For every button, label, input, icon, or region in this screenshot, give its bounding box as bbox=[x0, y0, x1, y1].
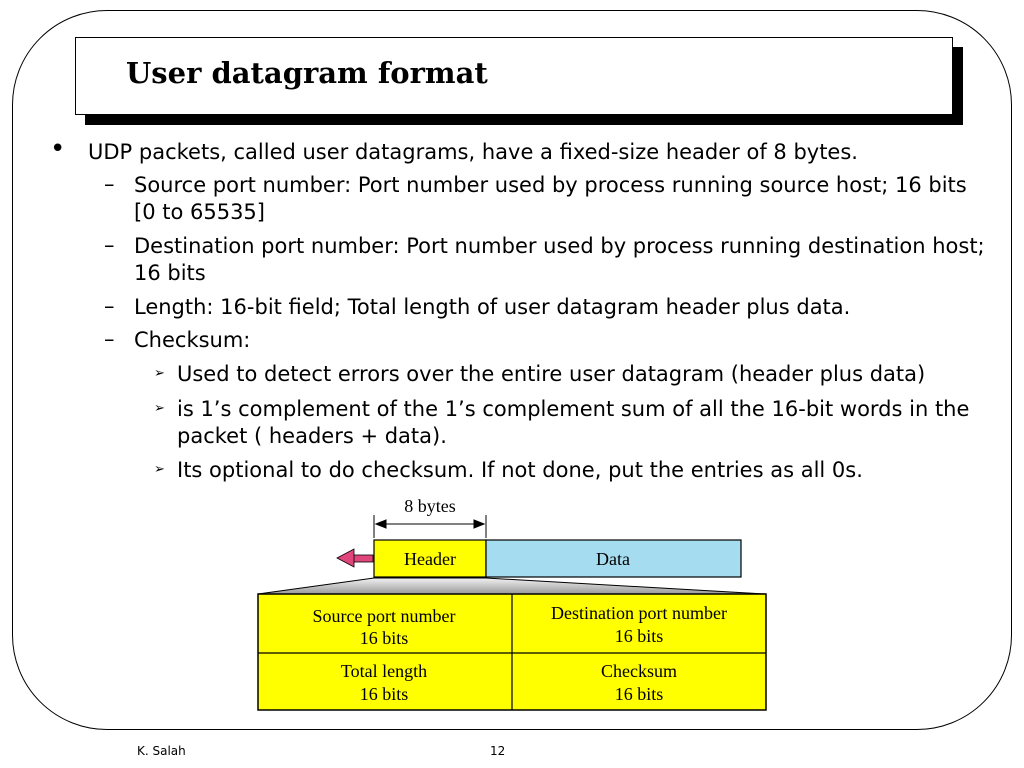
bullet-udp-packets: UDP packets, called user datagrams, have… bbox=[88, 140, 858, 164]
bullet-checksum-optional: Its optional to do checksum. If not done… bbox=[177, 458, 863, 482]
source-port-field-name: Source port number bbox=[313, 606, 456, 626]
header-expansion bbox=[257, 577, 767, 595]
header-fields-table bbox=[257, 593, 767, 711]
page-number: 12 bbox=[490, 744, 506, 758]
bullet-marker: • bbox=[50, 134, 66, 164]
dash-marker: – bbox=[104, 172, 115, 196]
bullet-source-port: Source port number: Port number used by … bbox=[134, 173, 967, 224]
source-port-field-bits: 16 bits bbox=[360, 628, 409, 648]
destination-port-field-bits: 16 bits bbox=[615, 626, 664, 646]
checksum-field-bits: 16 bits bbox=[615, 684, 664, 704]
arrow-marker: ➢ bbox=[154, 366, 165, 381]
bullet-checksum-complement: is 1’s complement of the 1’s complement … bbox=[177, 397, 970, 448]
slide-frame bbox=[12, 10, 1012, 730]
bullet-destination-port: Destination port number: Port number use… bbox=[134, 234, 985, 285]
header-label: Header bbox=[404, 549, 456, 569]
footer-author: K. Salah bbox=[137, 744, 186, 758]
dash-marker: – bbox=[104, 294, 115, 318]
data-box bbox=[485, 539, 742, 578]
data-label: Data bbox=[596, 549, 630, 569]
arrow-marker: ➢ bbox=[154, 401, 165, 416]
bullet-checksum-purpose: Used to detect errors over the entire us… bbox=[177, 362, 926, 386]
slide-title: User datagram format bbox=[126, 56, 488, 90]
dash-marker: – bbox=[104, 327, 115, 351]
size-label: 8 bytes bbox=[404, 496, 456, 516]
destination-port-field-name: Destination port number bbox=[551, 603, 727, 623]
direction-arrow-icon bbox=[336, 548, 374, 568]
checksum-field-name: Checksum bbox=[601, 661, 677, 681]
bullet-checksum: Checksum: bbox=[134, 328, 251, 352]
dash-marker: – bbox=[104, 233, 115, 257]
arrow-marker: ➢ bbox=[154, 462, 165, 477]
header-box bbox=[373, 539, 487, 578]
size-dimension bbox=[373, 515, 487, 538]
total-length-field-name: Total length bbox=[341, 661, 427, 681]
total-length-field-bits: 16 bits bbox=[360, 684, 409, 704]
title-box: User datagram format bbox=[75, 37, 953, 115]
bullet-length: Length: 16-bit field; Total length of us… bbox=[134, 295, 851, 319]
